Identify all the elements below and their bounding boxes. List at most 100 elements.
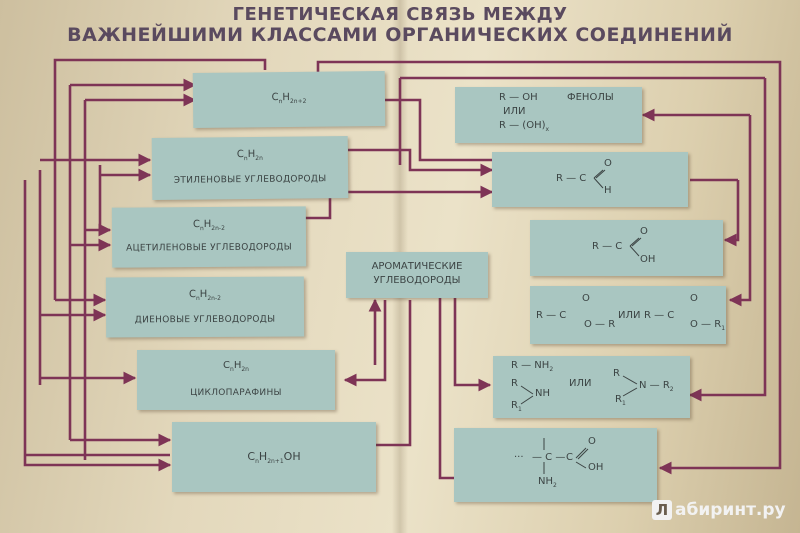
- line-left-rail-4: [23, 180, 172, 472]
- amino-nh-sub: 2: [553, 482, 557, 489]
- phenol-name: ФЕНОЛЫ: [567, 92, 614, 103]
- box-dienes: CnH2n-2 ДИЕНОВЫЕ УГЛЕВОДОРОДЫ: [105, 276, 305, 338]
- amino-nh2: NH2: [538, 476, 557, 489]
- formula-h: H: [282, 91, 290, 104]
- ester-left-r-c: R — C: [536, 310, 567, 321]
- aldehyde-o: O: [604, 158, 612, 169]
- box-amines: R — NH2 R NH R1 ИЛИ R N — R2 R1: [493, 356, 690, 418]
- line-aromatic-down-1: [343, 300, 387, 387]
- ester-right-r-c: R — C: [644, 310, 675, 321]
- amine-tertiary-r: R: [613, 368, 620, 379]
- line-right-rail-3: [723, 180, 740, 247]
- box-alkynes: CnH2n-2 АЦЕТИЛЕНОВЫЕ УГЛЕВОДОРОДЫ: [111, 206, 307, 268]
- ester-r-sub: 1: [721, 325, 726, 332]
- acid-bonds: [629, 237, 642, 257]
- amine-bonds-left: [520, 385, 534, 405]
- line-aromatic-to-amines: [453, 295, 492, 392]
- ester-or: ИЛИ: [618, 310, 641, 321]
- ester-right-o-r: O — R1: [690, 319, 725, 332]
- box-alcohols: CnH2n+1OH: [172, 422, 376, 492]
- amine-tertiary-r1-sub: 1: [621, 400, 626, 407]
- amine-secondary-r1-sub: 1: [517, 406, 522, 413]
- line-aromatic-to-amines-2: [438, 295, 454, 480]
- amino-dots: ···: [514, 452, 524, 463]
- aldehyde-r-c: R — C: [556, 173, 587, 184]
- title-line-2: ВАЖНЕЙШИМИ КЛАССАМИ ОРГАНИЧЕСКИХ СОЕДИНЕ…: [67, 24, 733, 46]
- amine-tertiary-n-sub: 2: [669, 386, 674, 393]
- box-cycloparaffins: CnH2n ЦИКЛОПАРАФИНЫ: [137, 350, 335, 410]
- cyclo-label: ЦИКЛОПАРАФИНЫ: [190, 388, 282, 398]
- phenol-x-sub: x: [545, 126, 550, 133]
- phenol-r-oh-x: R — (OH)x: [499, 120, 549, 133]
- box-alkanes: CnH2n+2: [192, 70, 386, 129]
- formula-sub-h: 2n+2: [289, 97, 307, 105]
- amino-c2: C: [566, 452, 573, 463]
- formula-oh: OH: [283, 450, 301, 463]
- box-aromatic: АРОМАТИЧЕСКИЕ УГЛЕВОДОРОДЫ: [346, 252, 488, 298]
- formula-h: H: [233, 360, 242, 371]
- amine-secondary-nh: NH: [535, 388, 550, 399]
- line-top-left-frame: [53, 58, 267, 300]
- watermark-text: абиринт.ру: [675, 500, 786, 520]
- acid-oh: OH: [640, 254, 656, 265]
- line-alkanes-to-top-right: [316, 60, 782, 475]
- ester-left-o-r: O — R: [584, 319, 616, 330]
- formula-c: C: [247, 450, 256, 463]
- box-esters: R — C O O — R ИЛИ R — C O O — R1: [530, 286, 726, 344]
- amine-tertiary-n-text: N — R: [639, 380, 670, 391]
- line-right-rail-1: [688, 78, 767, 402]
- amine-primary-text: R — NH: [511, 360, 550, 371]
- alkanes-formula: CnH2n+2: [193, 91, 385, 106]
- box-phenols: R — OH ФЕНОЛЫ ИЛИ R — (OH)x: [455, 87, 642, 143]
- amine-tertiary-n: N — R2: [639, 380, 674, 393]
- alkenes-label: ЭТИЛЕНОВЫЕ УГЛЕВОДОРОДЫ: [173, 174, 327, 186]
- dienes-formula: CnH2n-2: [106, 288, 304, 302]
- alcohols-formula: CnH2n+1OH: [172, 450, 376, 465]
- formula-c: C: [192, 219, 200, 231]
- line-alkenes-to-aldehyde: [348, 148, 494, 177]
- title-line-1: ГЕНЕТИЧЕСКАЯ СВЯЗЬ МЕЖДУ: [232, 4, 568, 25]
- amino-bonds: [543, 438, 589, 474]
- line-aromatic-down-2: [375, 300, 412, 447]
- acid-o: O: [640, 226, 648, 237]
- formula-sub-h: 2n+1: [267, 458, 284, 466]
- formula-sub-n: n: [230, 366, 234, 373]
- watermark-logo: Л: [652, 500, 672, 520]
- formula-c: C: [271, 92, 279, 104]
- phenol-or: ИЛИ: [503, 106, 526, 117]
- dienes-label: ДИЕНОВЫЕ УГЛЕВОДОРОДЫ: [134, 314, 276, 326]
- amine-primary: R — NH2: [511, 360, 553, 373]
- amine-primary-sub: 2: [549, 366, 554, 373]
- aldehyde-bonds: [593, 169, 606, 189]
- phenol-r-oh: R — OH: [499, 92, 538, 103]
- amino-c: — C —: [532, 452, 566, 463]
- box-alkenes: CnH2n ЭТИЛЕНОВЫЕ УГЛЕВОДОРОДЫ: [151, 135, 349, 201]
- alkynes-formula: CnH2n-2: [112, 218, 306, 232]
- aromatic-line-2: УГЛЕВОДОРОДЫ: [373, 275, 461, 286]
- formula-c: C: [223, 360, 230, 371]
- ester-right-o-r-text: O — R: [690, 319, 722, 330]
- box-aldehydes: R — C O H: [492, 152, 688, 207]
- box-acids: R — C O OH: [530, 220, 723, 276]
- amine-or: ИЛИ: [569, 378, 592, 389]
- formula-h: H: [258, 450, 268, 463]
- amino-oh: OH: [588, 462, 604, 473]
- amine-secondary-r1-text: R: [511, 400, 518, 411]
- amine-secondary-r1: R1: [511, 400, 522, 413]
- box-amino-acids: ··· — C — C O OH NH2: [454, 428, 657, 502]
- line-right-rail-2: [728, 115, 752, 307]
- ester-left-o: O: [582, 293, 590, 304]
- formula-sub-h: 2n-2: [207, 294, 221, 302]
- amino-o: O: [588, 436, 596, 447]
- cyclo-formula: CnH2n: [137, 360, 335, 373]
- phenol-r-oh-x-text: R — (OH): [499, 120, 546, 131]
- amine-bonds-right: [622, 375, 638, 397]
- formula-c: C: [188, 289, 196, 301]
- line-alkanes-to-phenol: [385, 98, 492, 162]
- formula-sub-h: 2n: [241, 366, 249, 373]
- acid-r-c: R — C: [592, 241, 623, 252]
- amine-secondary-r: R: [511, 378, 518, 389]
